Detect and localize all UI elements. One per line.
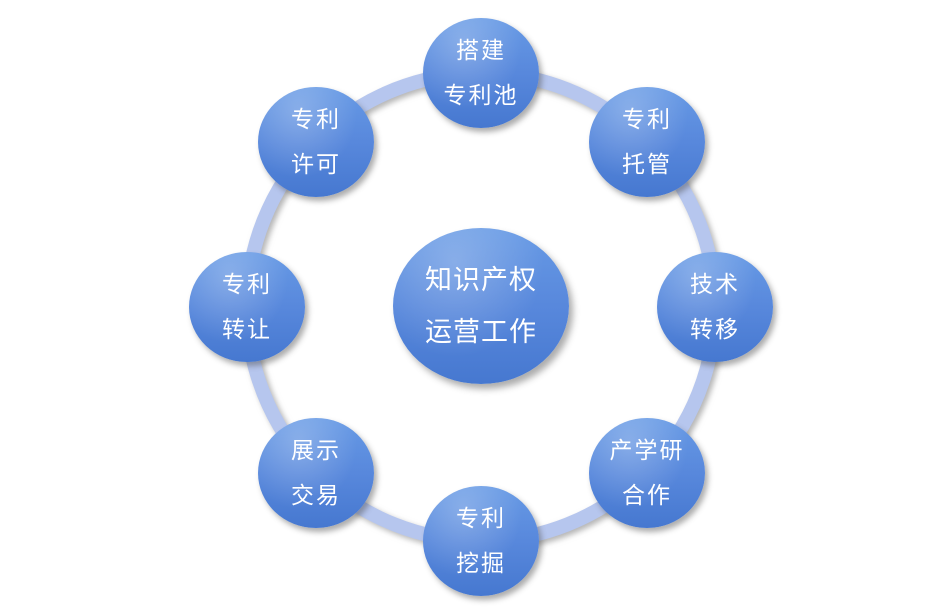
node-label-line: 技术	[690, 271, 740, 297]
node-build-patent-pool: 搭建 专利池	[423, 18, 539, 128]
node-label-line: 交易	[291, 482, 341, 508]
node-display-trading: 展示 交易	[258, 418, 374, 528]
node-label-line: 托管	[622, 151, 672, 177]
node-label-line: 搭建	[456, 37, 506, 63]
node-technology-transfer: 技术 转移	[657, 252, 773, 362]
node-patent-licensing: 专利 许可	[258, 87, 374, 197]
node-label-line: 专利	[222, 271, 272, 297]
center-node-ip-operation: 知识产权 运营工作	[393, 228, 569, 384]
node-label-line: 专利	[622, 106, 672, 132]
node-patent-hosting: 专利 托管	[589, 87, 705, 197]
node-patent-transfer: 专利 转让	[189, 252, 305, 362]
node-label-line: 许可	[291, 151, 341, 177]
node-label-line: 专利	[456, 505, 506, 531]
node-label-line: 专利池	[443, 82, 519, 108]
node-label-line: 合作	[622, 482, 672, 508]
center-label-line: 知识产权	[425, 265, 537, 295]
node-label-line: 转移	[690, 316, 740, 342]
node-label-line: 专利	[291, 106, 341, 132]
center-label-line: 运营工作	[425, 317, 537, 347]
node-label-line: 展示	[291, 437, 341, 463]
node-label-line: 产学研	[609, 437, 685, 463]
node-industry-academia-research-cooperation: 产学研 合作	[589, 418, 705, 528]
node-patent-mining: 专利 挖掘	[423, 486, 539, 596]
node-label-line: 转让	[222, 316, 272, 342]
node-label-line: 挖掘	[456, 550, 506, 576]
